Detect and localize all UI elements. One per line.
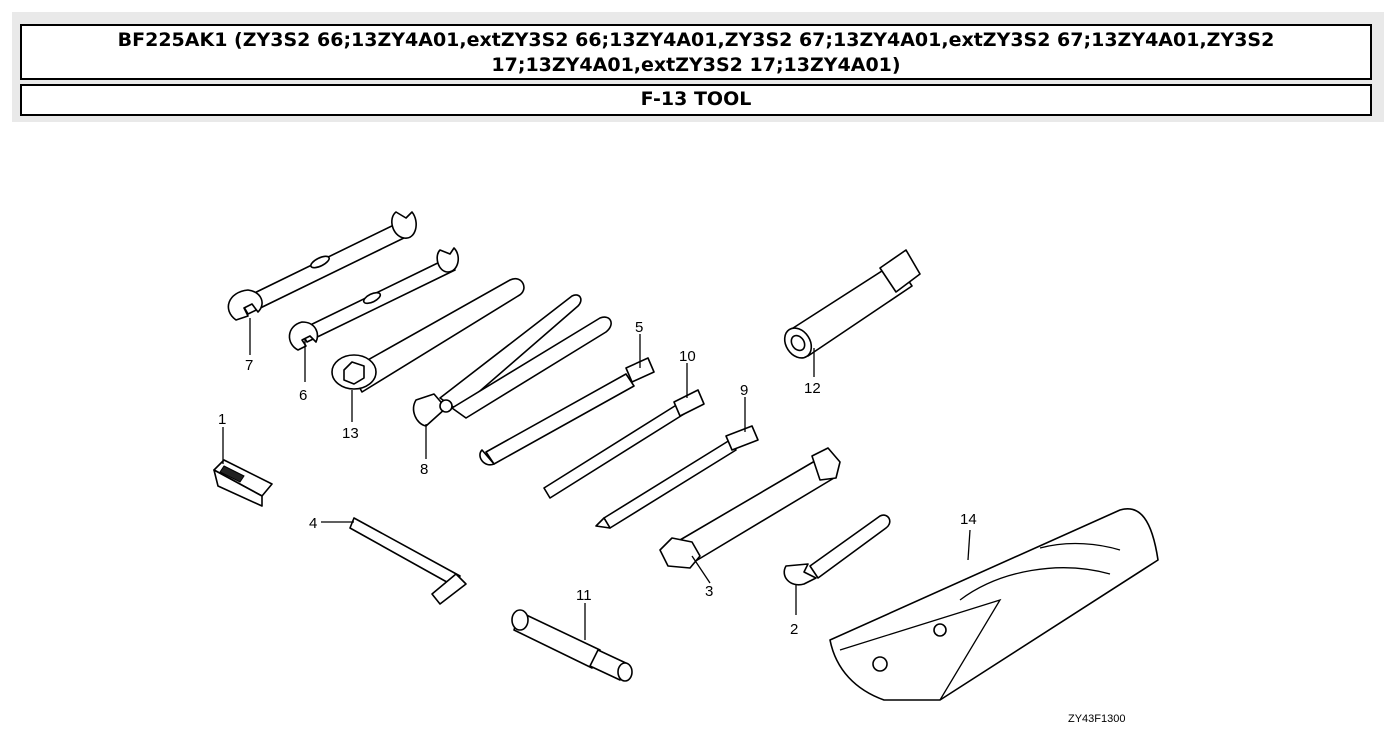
- part-3-box-spanner-illustration: [659, 447, 841, 569]
- part-14-tool-bag-illustration: [829, 508, 1159, 701]
- callout-2: 2: [790, 621, 798, 638]
- callout-3: 3: [705, 583, 713, 600]
- part-9-screwdriver-illustration: [595, 425, 759, 529]
- part-6-wrench-illustration: [288, 247, 460, 351]
- callout-13: 13: [342, 425, 359, 442]
- callout-8: 8: [420, 461, 428, 478]
- model-title: BF225AK1 (ZY3S2 66;13ZY4A01,extZY3S2 66;…: [20, 24, 1372, 80]
- part-5-screwdriver-illustration: [479, 357, 655, 466]
- part-13-box-wrench-illustration: [331, 277, 525, 393]
- callout-12: 12: [804, 380, 821, 397]
- callout-11: 11: [576, 587, 592, 604]
- part-4-hex-key-illustration: [349, 517, 467, 605]
- part-1-adaptor-illustration: [213, 459, 273, 507]
- callout-9: 9: [740, 382, 748, 399]
- part-12-socket-illustration: [783, 249, 921, 359]
- leader-lines: [222, 318, 971, 640]
- model-title-line-1: BF225AK1 (ZY3S2 66;13ZY4A01,extZY3S2 66;…: [117, 29, 1275, 51]
- model-title-line-2: 17;13ZY4A01,extZY3S2 17;13ZY4A01): [491, 54, 901, 76]
- callout-6: 6: [299, 387, 307, 404]
- part-11-handle-illustration: [511, 609, 633, 682]
- part-10-screwdriver-illustration: [543, 389, 705, 499]
- part-8-pliers-illustration: [412, 294, 612, 427]
- callout-5: 5: [635, 319, 643, 336]
- callout-7: 7: [245, 357, 253, 374]
- drawing-code: ZY43F1300: [1068, 713, 1125, 725]
- callout-1: 1: [218, 411, 226, 428]
- header-panel: BF225AK1 (ZY3S2 66;13ZY4A01,extZY3S2 66;…: [12, 12, 1384, 122]
- callout-14: 14: [960, 511, 977, 528]
- callout-4: 4: [309, 515, 317, 532]
- part-7-wrench-illustration: [227, 211, 417, 321]
- callout-10: 10: [679, 348, 696, 365]
- part-2-wrench-illustration: [783, 514, 891, 586]
- section-title: F-13 TOOL: [20, 84, 1372, 116]
